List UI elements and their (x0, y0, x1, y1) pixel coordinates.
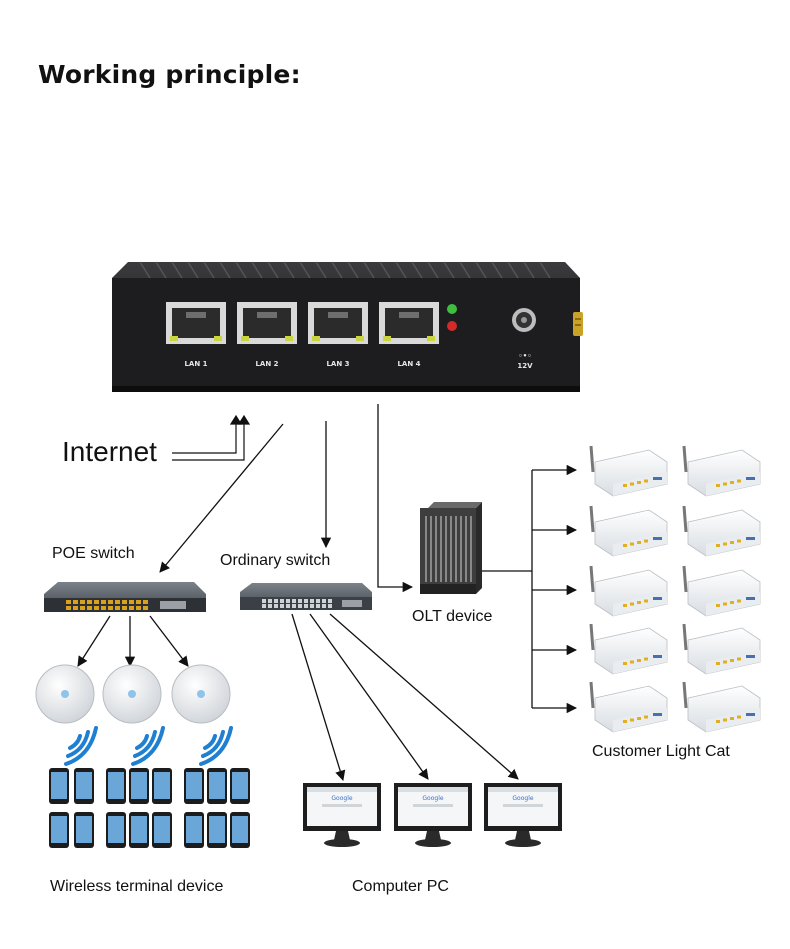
connection-arrows (77, 404, 578, 781)
wireless-terminal-label: Wireless terminal device (50, 878, 224, 895)
light-cat-modem (589, 505, 668, 557)
access-point (35, 664, 95, 724)
wifi-icon (64, 726, 98, 766)
arrow-to-computer (329, 613, 519, 780)
light-cat-modem (589, 623, 668, 675)
light-cat-modem (589, 565, 668, 617)
computer-pc-label: Computer PC (352, 878, 449, 895)
status-led-red (447, 321, 457, 331)
olt-device (420, 502, 482, 594)
heat-fins (139, 261, 551, 279)
lan-port (308, 302, 368, 344)
phone-icon-group (49, 768, 250, 848)
lan-port (166, 302, 226, 344)
screen-text: Google (422, 795, 443, 802)
screen-text: Google (331, 795, 352, 802)
port-label: LAN 3 (326, 360, 349, 368)
computer-monitor: Google (303, 783, 381, 847)
olt-device-label: OLT device (412, 608, 493, 625)
wifi-icon (199, 726, 233, 766)
lan-port (237, 302, 297, 344)
power-jack (512, 308, 536, 332)
router-device: LAN 1 LAN 2 LAN 3 LAN 4 ◦•◦ 12V (112, 261, 583, 392)
ordinary-switch-device (240, 583, 372, 610)
screen-text: Google (512, 795, 533, 802)
arrow-to-computer (309, 613, 429, 780)
customer-light-cat-label: Customer Light Cat (592, 743, 730, 760)
status-led-green (447, 304, 457, 314)
poe-switch-device (44, 582, 206, 612)
page-title: Working principle: (38, 60, 301, 89)
port-label: LAN 2 (255, 360, 278, 368)
light-cat-modem (589, 681, 668, 733)
access-point (171, 664, 231, 724)
light-cat-modem (682, 623, 761, 675)
light-cat-modem (682, 681, 761, 733)
port-label: LAN 1 (184, 360, 207, 368)
computer-monitor: Google (484, 783, 562, 847)
arrow-to-olt (377, 404, 414, 593)
port-label: LAN 4 (397, 360, 420, 368)
light-cat-modem (682, 445, 761, 497)
light-cat-modem (682, 565, 761, 617)
arrow-to-computer (291, 613, 346, 781)
customer-light-cat-grid (589, 445, 761, 733)
wifi-icon (131, 726, 165, 766)
computer-monitor: Google (394, 783, 472, 847)
lan-port (379, 302, 439, 344)
arrow-to-access-point (77, 615, 111, 667)
ordinary-switch-label: Ordinary switch (220, 552, 331, 569)
arrow-to-poe-switch (159, 423, 284, 573)
internet-link (172, 414, 251, 461)
antenna-connector (573, 312, 583, 336)
light-cat-modem (589, 445, 668, 497)
power-symbol: ◦•◦ (518, 352, 531, 360)
poe-switch-label: POE switch (52, 545, 135, 562)
power-label: 12V (517, 362, 533, 370)
arrow-to-access-point (149, 615, 189, 667)
light-cat-modem (682, 505, 761, 557)
internet-label: Internet (62, 436, 157, 467)
access-point (102, 664, 162, 724)
